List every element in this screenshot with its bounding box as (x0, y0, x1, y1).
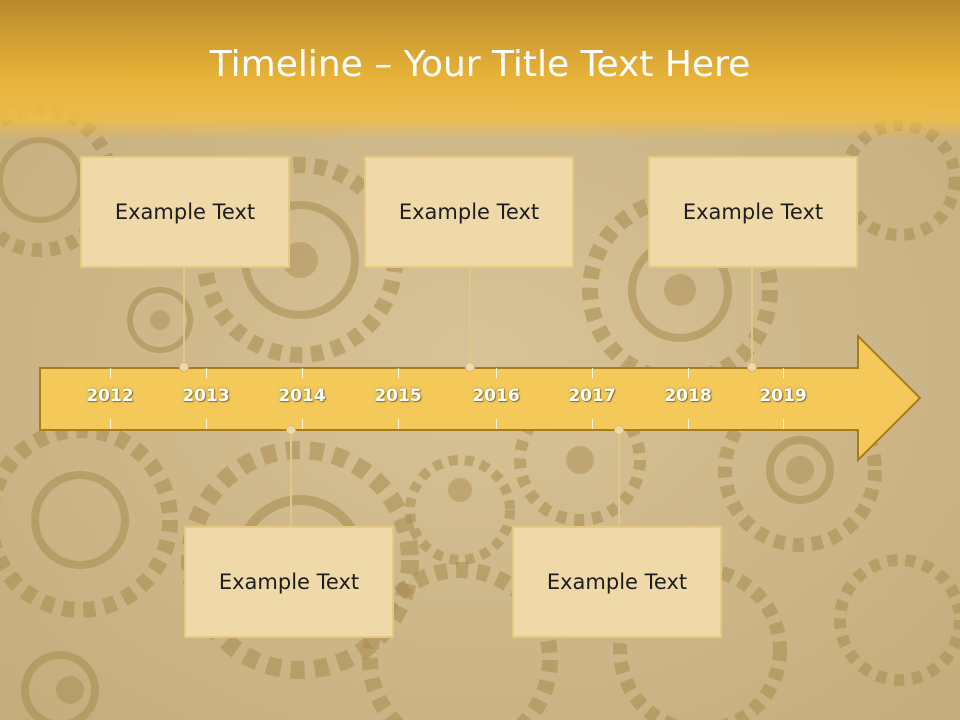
event-box-bottom-2: Example Text (512, 526, 722, 638)
connector-dot-top-2 (465, 362, 475, 372)
year-label-2013: 2013 (182, 386, 230, 406)
page-title: Timeline – Your Title Text Here (209, 44, 751, 85)
year-label-2018: 2018 (664, 386, 712, 406)
tick-2017-bottom (592, 419, 593, 429)
tick-2015-top (398, 368, 399, 378)
tick-2016-bottom (496, 419, 497, 429)
connector-top-1 (183, 268, 185, 366)
year-label-2015: 2015 (374, 386, 422, 406)
tick-2015-bottom (398, 419, 399, 429)
year-label-2019: 2019 (759, 386, 807, 406)
tick-2017-top (592, 368, 593, 378)
tick-2013-top (206, 368, 207, 378)
event-box-bottom-1: Example Text (184, 526, 394, 638)
year-label-2014: 2014 (278, 386, 326, 406)
year-label-2012: 2012 (86, 386, 134, 406)
connector-bottom-2 (618, 430, 620, 528)
tick-2019-top (783, 368, 784, 378)
event-box-top-1: Example Text (80, 156, 290, 268)
header-band (0, 0, 960, 140)
connector-dot-top-3 (747, 362, 757, 372)
connector-dot-bottom-2 (614, 425, 624, 435)
connector-bottom-1 (290, 430, 292, 528)
tick-2013-bottom (206, 419, 207, 429)
tick-2018-bottom (688, 419, 689, 429)
tick-2019-bottom (783, 419, 784, 429)
tick-2014-top (302, 368, 303, 378)
event-box-top-3: Example Text (648, 156, 858, 268)
event-box-top-2: Example Text (364, 156, 574, 268)
connector-top-2 (469, 268, 471, 366)
tick-2012-top (110, 368, 111, 378)
connector-dot-bottom-1 (286, 425, 296, 435)
tick-2012-bottom (110, 419, 111, 429)
connector-top-3 (751, 268, 753, 366)
year-label-2017: 2017 (568, 386, 616, 406)
tick-2018-top (688, 368, 689, 378)
year-label-2016: 2016 (472, 386, 520, 406)
tick-2016-top (496, 368, 497, 378)
connector-dot-top-1 (179, 362, 189, 372)
tick-2014-bottom (302, 419, 303, 429)
